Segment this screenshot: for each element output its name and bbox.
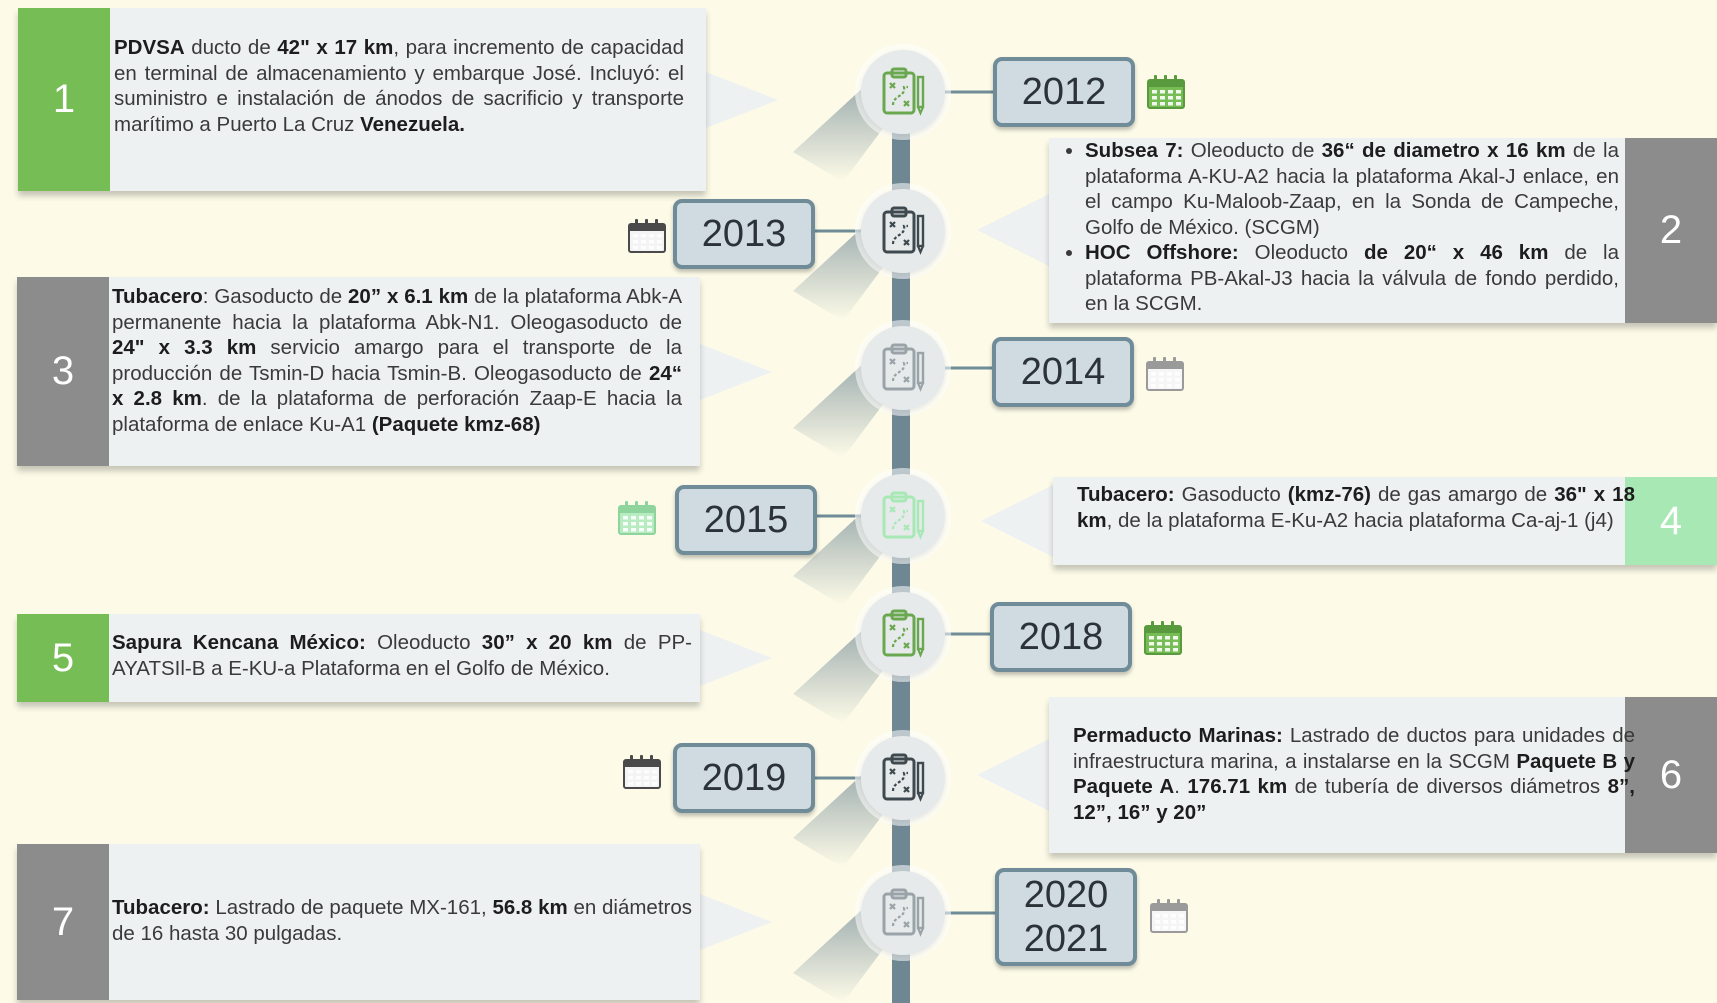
entry-number-badge: 1 [18,8,110,191]
card-pointer [706,72,778,128]
entry-card-1: 1 PDVSA ducto de 42" x 17 km, para incre… [18,8,706,191]
entry-number-badge: 2 [1625,138,1717,323]
calendar-icon [627,218,667,259]
card-pointer [981,485,1053,557]
entry-card-5: 5 Sapura Kencana México: Oleoducto 30” x… [17,614,700,702]
year-label: 2020 2021 [995,868,1137,966]
year-label: 2013 [673,199,815,269]
card-pointer [700,344,772,400]
year-label: 2012 [993,57,1135,127]
entry-number-badge: 5 [17,614,109,702]
entry-description: Tubacero: Lastrado de paquete MX-161, 56… [112,896,693,945]
entry-description: Sapura Kencana México: Oleoducto 30” x 2… [112,631,692,680]
entry-card-7: 7 Tubacero: Lastrado de paquete MX-161, … [17,844,700,1000]
entry-card-4: 4 Tubacero: Gasoducto (kmz-76) de gas am… [1053,477,1717,565]
year-label: 2015 [675,485,817,555]
calendar-icon [622,754,662,795]
bullet-item: HOC Offshore: Oleoducto de 20“ x 46 km d… [1085,240,1619,317]
clipboard-plan-icon [861,326,945,410]
card-pointer [977,739,1049,811]
clipboard-plan-icon [861,736,945,820]
clipboard-plan-icon [861,50,945,134]
entry-description: Subsea 7: Oleoducto de 36“ de diametro x… [1057,138,1619,317]
calendar-icon [1149,898,1189,939]
clipboard-plan-icon [861,474,945,558]
year-label: 2014 [992,337,1134,407]
year-label: 2019 [673,743,815,813]
entry-number-badge: 3 [17,277,109,466]
entry-description: Tubacero: Gasoducto (kmz-76) de gas amar… [1077,483,1635,532]
card-pointer [700,894,772,950]
clipboard-plan-icon [861,189,945,273]
card-pointer [700,630,772,686]
entry-number-badge: 6 [1625,697,1717,853]
clipboard-plan-icon [861,592,945,676]
year-label: 2018 [990,602,1132,672]
calendar-icon [1145,356,1185,397]
entry-description: Tubacero: Gasoducto de 20” x 6.1 km de l… [112,285,683,436]
clipboard-plan-icon [861,871,945,955]
calendar-icon [1146,74,1186,115]
entry-card-3: 3 Tubacero: Gasoducto de 20” x 6.1 km de… [17,277,700,466]
entry-description: PDVSA ducto de 42" x 17 km, para increme… [114,36,684,136]
card-pointer [977,194,1049,266]
entry-number-badge: 4 [1625,477,1717,565]
entry-description: Permaducto Marinas: Lastrado de ductos p… [1073,724,1635,824]
entry-card-2: 2 Subsea 7: Oleoducto de 36“ de diametro… [1049,138,1717,323]
entry-card-6: 6 Permaducto Marinas: Lastrado de ductos… [1049,697,1717,853]
bullet-item: Subsea 7: Oleoducto de 36“ de diametro x… [1085,138,1619,240]
calendar-icon [1143,620,1183,661]
entry-number-badge: 7 [17,844,109,1000]
calendar-icon [617,500,657,541]
